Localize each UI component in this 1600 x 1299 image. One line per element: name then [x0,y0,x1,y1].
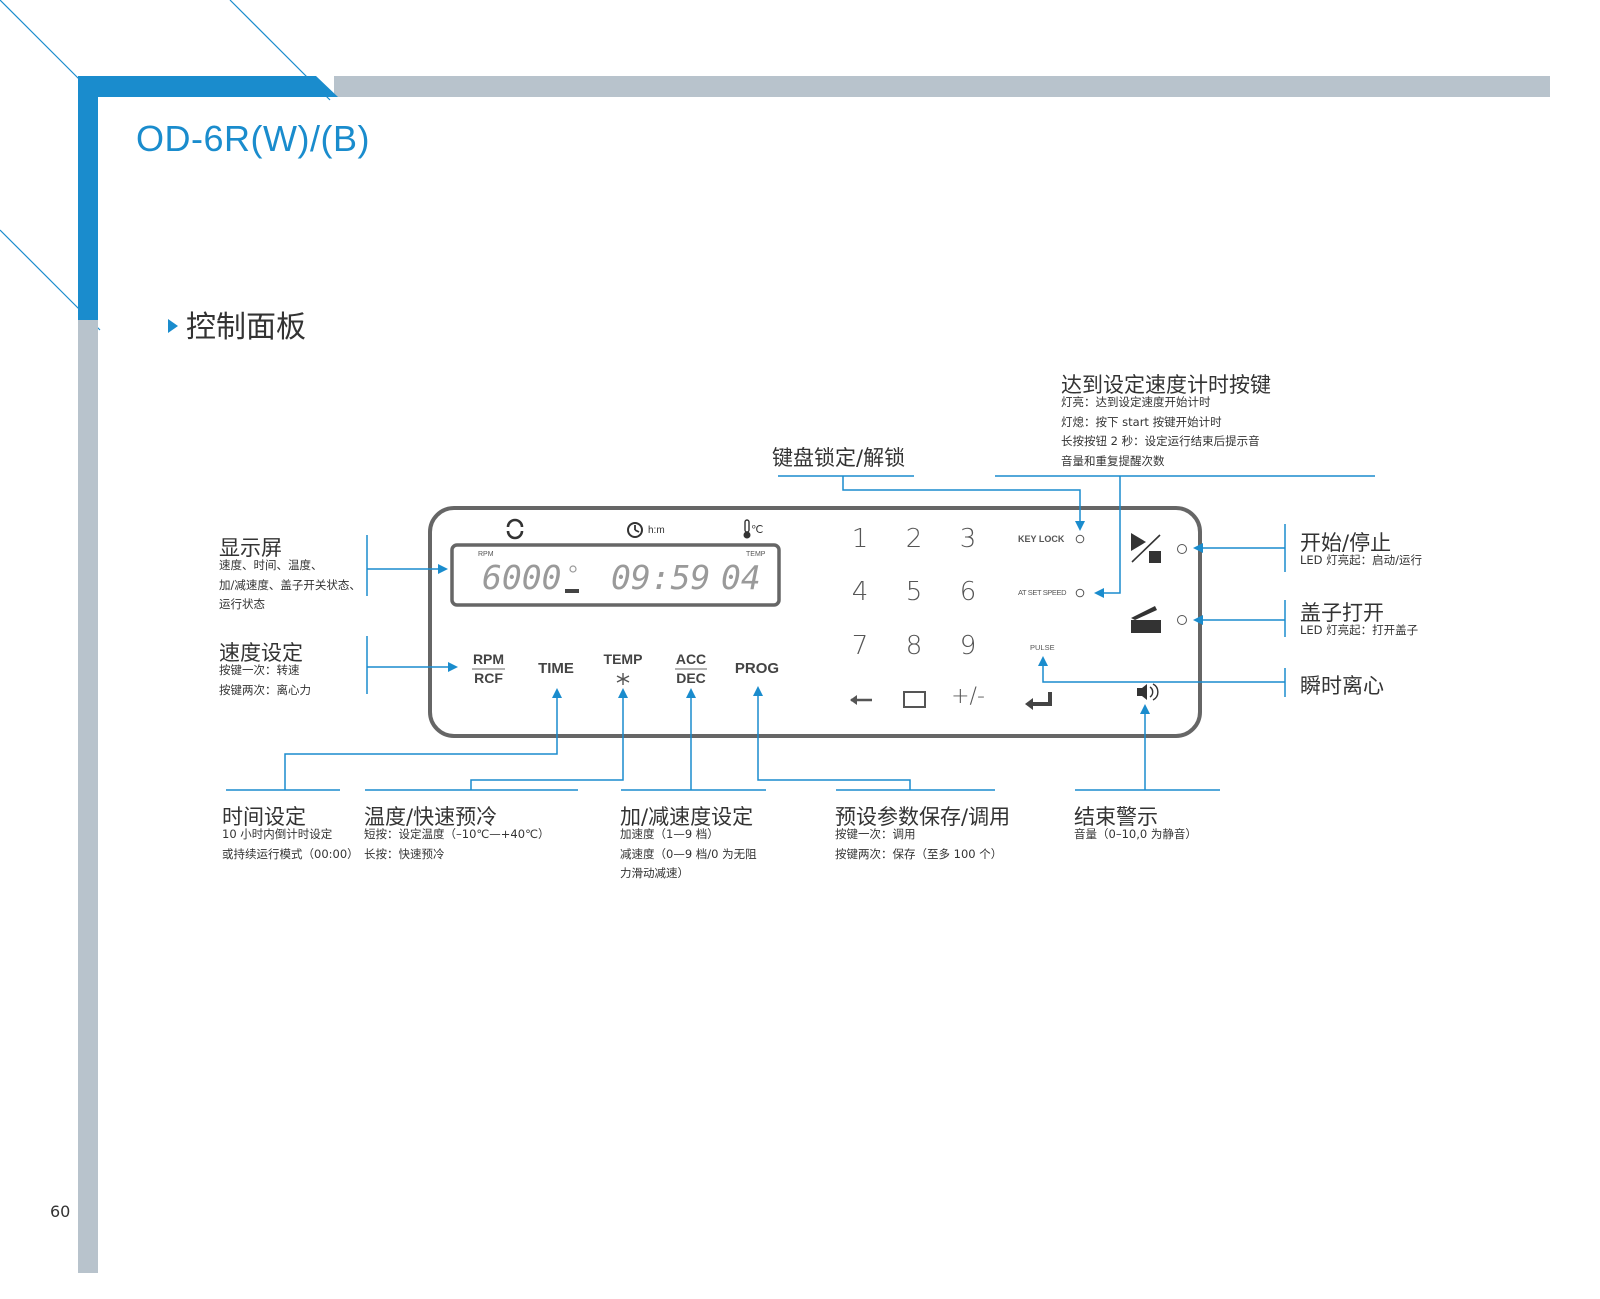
start-stop-title: 开始/停止 [1300,531,1392,555]
callout-arrowheads [438,521,1203,714]
numpad-key-4[interactable]: 4 [851,577,869,607]
temp-desc: 短按：设定温度（–10℃—+40℃）长按：快速预冷 [364,827,550,861]
numpad-key-5[interactable]: 5 [905,577,923,607]
speed-desc: 按键一次：转速按键两次：离心力 [219,663,311,697]
numpad-key-8[interactable]: 8 [905,631,923,661]
dec-key[interactable]: DEC [676,670,706,686]
alarm-title: 结束警示 [1074,805,1158,829]
page-number: 60 [50,1202,71,1221]
rcf-key[interactable]: RCF [474,670,503,686]
lcd-rpm-label: RPM [478,551,494,558]
model-title: OD-6R(W)/(B) [136,118,370,159]
lcd-screen [450,543,781,607]
lid-title: 盖子打开 [1300,601,1384,625]
callout-lines [226,475,1375,791]
start-led [1177,544,1187,554]
at-speed-desc: 灯亮：达到设定速度开始计时灯熄：按下 start 按键开始计时长按按钮 2 秒：… [1061,395,1260,468]
acc-dec-title: 加/减速度设定 [620,805,754,829]
display-desc: 速度、时间、温度、加/减速度、盖子开关状态、运行状态 [219,558,361,611]
section-title-text: 控制面板 [186,310,306,345]
at-speed-title: 达到设定速度计时按键 [1061,373,1271,397]
acc-key[interactable]: ACC [675,651,707,667]
display-title: 显示屏 [219,536,282,560]
temp-title: 温度/快速预冷 [364,805,498,829]
triangle-bullet-icon [168,318,178,333]
plus-minus-key[interactable]: +/- [951,684,985,709]
left-arrow-icon [850,695,872,705]
enter-icon [1025,692,1052,710]
time-unit-label: h:m [648,525,665,536]
time-desc: 10 小时内倒计时设定或持续运行模式（00:00） [222,827,359,861]
section-title: 控制面板 [168,302,306,346]
play-stop-icon [1131,533,1161,563]
pulse-label[interactable]: PULSE [1030,643,1055,652]
numpad-key-2[interactable]: 2 [905,524,923,554]
speaker-icon [1137,683,1159,701]
lcd-time-value: 09:59 [611,558,711,597]
acc-dec-desc: 加速度（1—9 档）减速度（0—9 档/0 为无阻力滑动减速） [620,827,757,880]
at-set-speed-label[interactable]: AT SET SPEED [1018,588,1067,597]
prog-desc: 按键一次：调用按键两次：保存（至多 100 个） [835,827,1003,861]
lid-open-icon [1131,606,1161,633]
time-title: 时间设定 [222,805,306,829]
temp-unit-label: ℃ [751,524,764,536]
lcd-temp-label: TEMP [746,551,766,558]
lcd-bar [565,589,579,593]
lid-led [1177,615,1187,625]
snowflake-icon [616,673,630,685]
numpad-key-9[interactable]: 9 [959,631,977,661]
alarm-desc: 音量（0–10,0 为静音） [1074,827,1197,841]
rotation-icon [506,518,524,540]
thermometer-icon [743,519,751,539]
pulse-title: 瞬时离心 [1300,674,1384,698]
lcd-degree-dot [569,565,577,573]
numpad-key-1[interactable]: 1 [851,524,869,554]
panel-outline [428,506,1202,738]
lcd-temp-value: 04 [721,558,761,597]
lcd-speed-value: 6000 [482,558,562,597]
clear-key-icon [903,691,926,708]
at-speed-led [1075,588,1085,598]
prog-title: 预设参数保存/调用 [835,805,1011,829]
numpad-key-7[interactable]: 7 [851,631,869,661]
prog-key[interactable]: PROG [734,660,780,677]
key-lock-title: 键盘锁定/解锁 [772,446,906,470]
start-stop-desc: LED 灯亮起：启动/运行 [1300,553,1423,567]
rpm-key[interactable]: RPM [472,651,505,667]
clock-icon [627,522,643,538]
key-lock-label[interactable]: KEY LOCK [1018,534,1065,544]
numpad-key-6[interactable]: 6 [959,577,977,607]
key-lock-led [1075,534,1085,544]
time-key[interactable]: TIME [538,660,574,677]
temp-key[interactable]: TEMP [603,651,643,667]
lid-desc: LED 灯亮起：打开盖子 [1300,623,1419,637]
numpad-key-3[interactable]: 3 [959,524,977,554]
speed-title: 速度设定 [219,641,303,665]
